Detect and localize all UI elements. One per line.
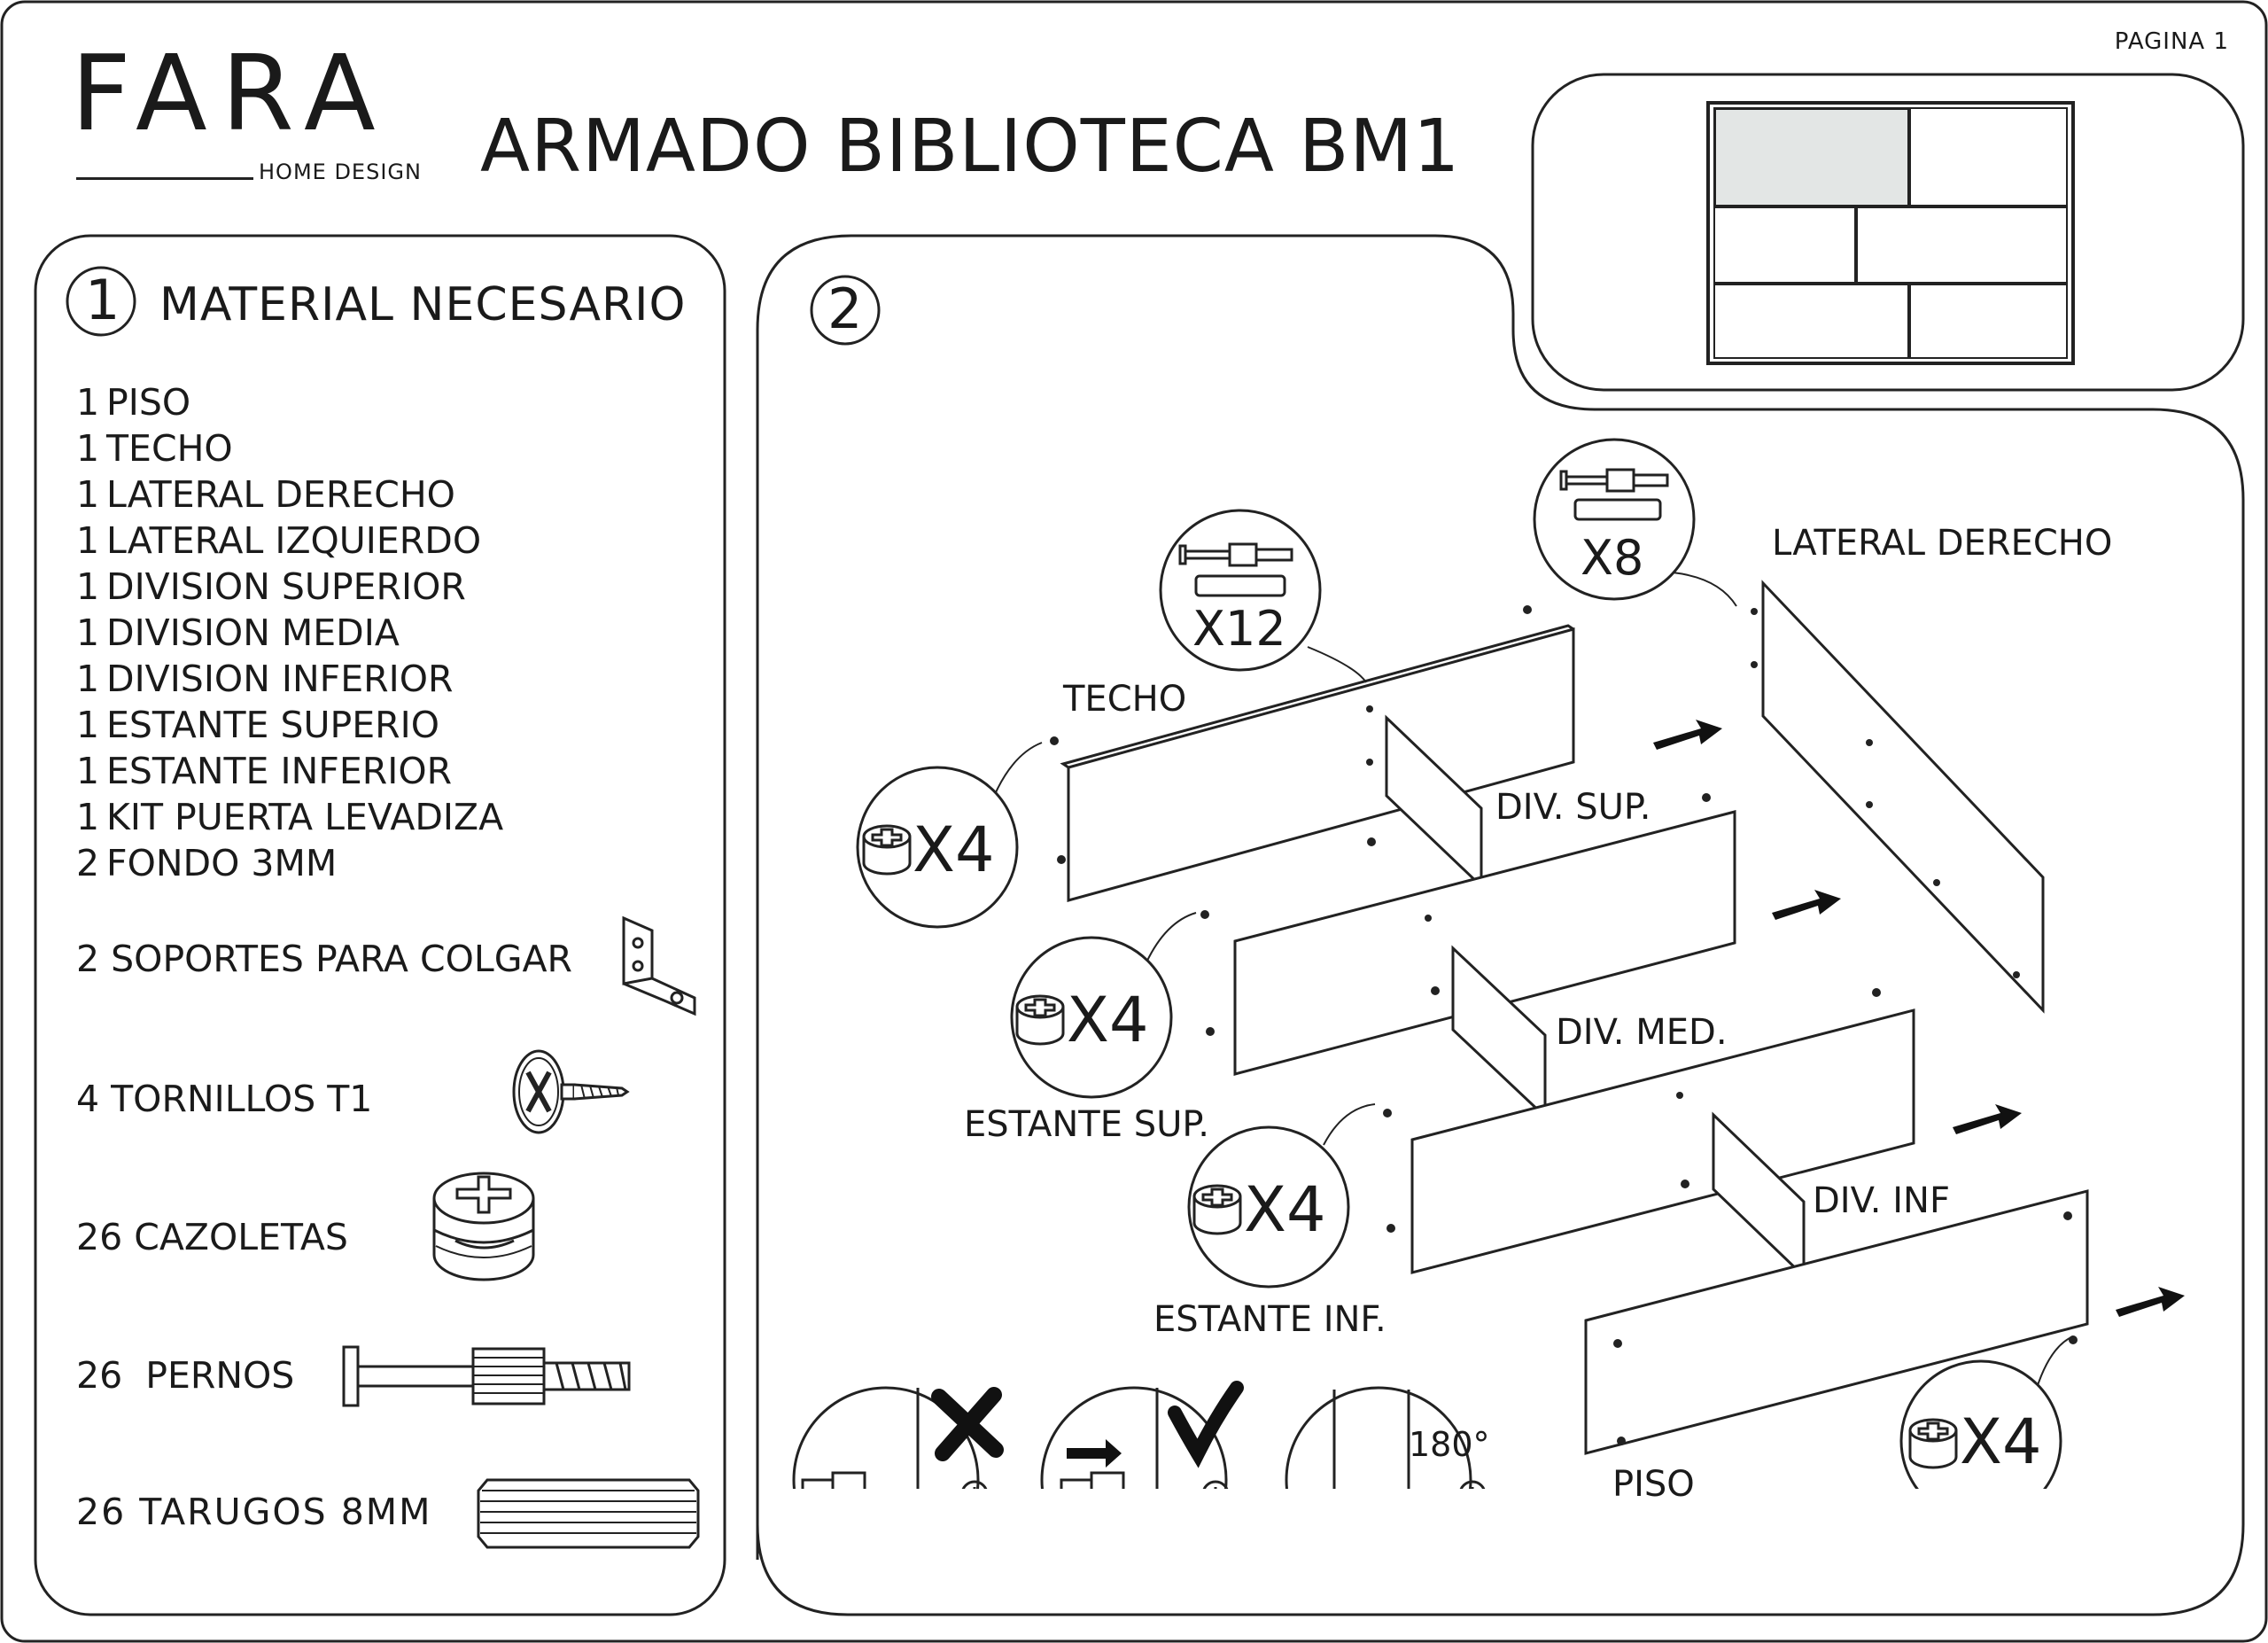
callout-x4-estante-sup: X4 bbox=[1067, 984, 1149, 1056]
label-estante-sup: ESTANTE SUP. bbox=[964, 1104, 1209, 1145]
bracket-icon bbox=[622, 915, 696, 1016]
step-2-number: 2 bbox=[827, 276, 863, 341]
step-1-circle bbox=[66, 266, 136, 337]
bolt-icon bbox=[342, 1345, 631, 1407]
label-piso: PISO bbox=[1612, 1464, 1695, 1505]
label-div-inf: DIV. INF bbox=[1813, 1180, 1950, 1221]
screw-icon bbox=[512, 1049, 630, 1134]
brand-subtitle: HOME DESIGN bbox=[259, 160, 422, 184]
brand-logo: FARA bbox=[71, 32, 390, 154]
hardware-item-cazoletas: 26 CAZOLETAS bbox=[76, 1216, 348, 1258]
page-title: ARMADO BIBLIOTECA BM1 bbox=[480, 105, 1461, 189]
label-lateral-derecho: LATERAL DERECHO bbox=[1772, 523, 2113, 564]
rotation-label: 180° bbox=[1409, 1425, 1490, 1464]
label-estante-inf: ESTANTE INF. bbox=[1153, 1299, 1386, 1340]
label-div-med: DIV. MED. bbox=[1556, 1012, 1728, 1053]
section-1-heading: MATERIAL NECESARIO bbox=[159, 278, 687, 331]
hardware-item-pernos: 26 PERNOS bbox=[76, 1354, 295, 1397]
callout-x12: X12 bbox=[1192, 601, 1286, 657]
label-techo: TECHO bbox=[1063, 679, 1187, 720]
brand-underline bbox=[76, 177, 253, 180]
callout-x8: X8 bbox=[1581, 530, 1644, 586]
step-1-number: 1 bbox=[85, 268, 120, 332]
hardware-item-tornillos: 4 TORNILLOS T1 bbox=[76, 1078, 373, 1120]
page-label: PAGINA 1 bbox=[2114, 28, 2229, 55]
bookcase-preview bbox=[1706, 101, 2075, 365]
hardware-item-soportes: 2 SOPORTES PARA COLGAR bbox=[76, 938, 573, 980]
label-div-sup: DIV. SUP. bbox=[1495, 787, 1651, 828]
hardware-item-tarugos: 26 TARUGOS 8MM bbox=[76, 1491, 432, 1533]
callout-x4-piso: X4 bbox=[1960, 1406, 2042, 1478]
callout-x4-techo: X4 bbox=[913, 814, 995, 886]
dowel-icon bbox=[477, 1478, 700, 1549]
callout-x4-estante-inf: X4 bbox=[1244, 1173, 1326, 1246]
cam-lock-icon bbox=[432, 1172, 535, 1281]
step-2-circle bbox=[810, 275, 881, 346]
assembly-drawing bbox=[792, 438, 2185, 1489]
